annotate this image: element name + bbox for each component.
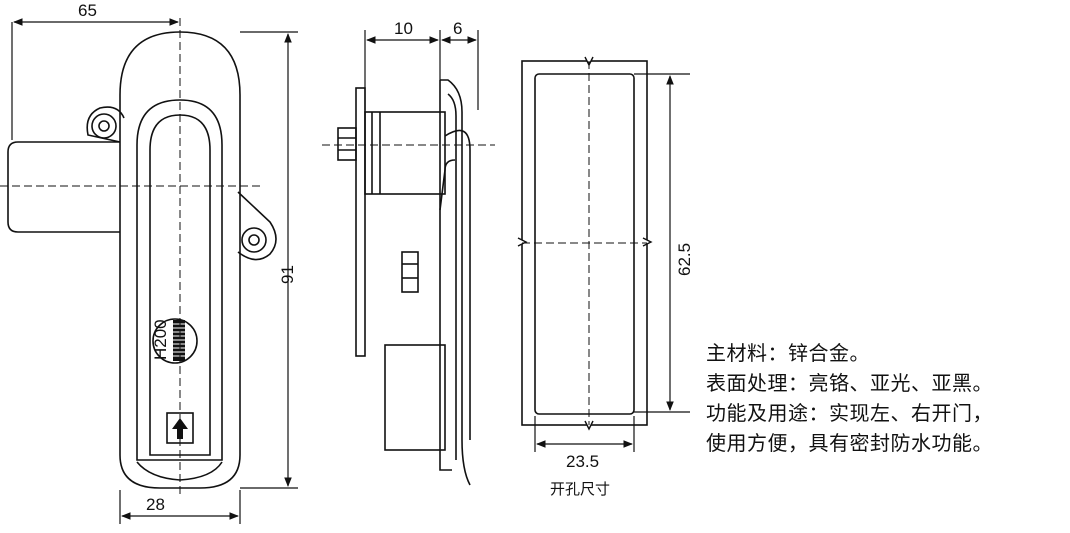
screw-hole-bottom: [241, 227, 267, 253]
lock-body: [119, 31, 241, 489]
side-view: [337, 79, 471, 486]
spec-feature: 使用方便，具有密封防水功能。: [706, 431, 993, 455]
spec-list: 主材料：锌合金。 表面处理：亮铬、亚光、亚黑。 功能及用途：实现左、右开门， 使…: [706, 338, 1066, 458]
dim-label-28: 28: [146, 495, 165, 514]
key-cylinder: [152, 318, 198, 364]
spec-function: 功能及用途：实现左、右开门，: [706, 401, 993, 425]
cylinder-housing: [364, 111, 446, 195]
cutout-inner: [534, 73, 635, 415]
mounting-ear-top: [86, 106, 125, 143]
model-label: H200: [151, 319, 170, 360]
dim-label-10: 10: [394, 19, 413, 38]
screw-hole-top: [91, 113, 117, 139]
handle-profile: [440, 79, 471, 486]
dim-label-65: 65: [78, 1, 97, 20]
door-panel: [355, 87, 366, 357]
front-view: [7, 31, 277, 489]
cutout-caption: 开孔尺寸: [550, 480, 610, 498]
cam-plate: [7, 141, 120, 233]
spec-material: 主材料：锌合金。: [706, 341, 870, 365]
hex-nut: [337, 127, 357, 161]
mounting-ear-bottom: [237, 191, 277, 261]
cam-block: [384, 344, 446, 451]
handle-recess: [136, 99, 223, 461]
dim-label-6: 6: [453, 19, 462, 38]
spec-finish: 表面处理：亮铬、亚光、亚黑。: [706, 371, 993, 395]
dim-label-62-5: 62.5: [675, 243, 694, 276]
dim-label-23-5: 23.5: [566, 452, 599, 471]
dim-label-91: 91: [278, 265, 297, 284]
